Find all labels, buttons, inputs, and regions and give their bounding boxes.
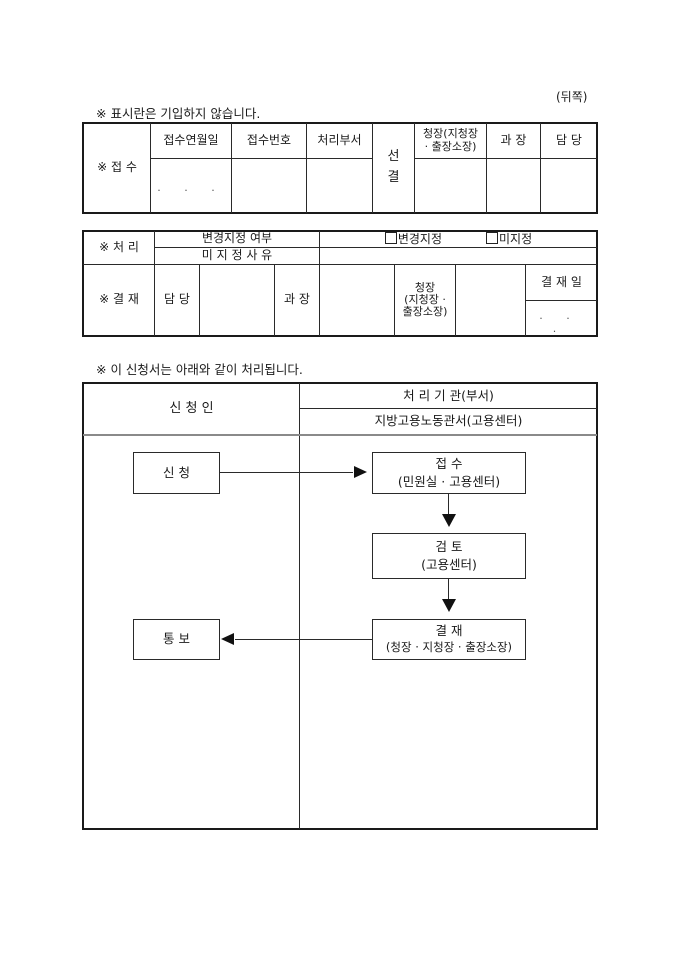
divider [486,123,487,213]
divider [414,123,415,213]
approval-date-label: 결 재 일 [541,274,582,289]
staff-signature-field[interactable] [541,159,597,212]
divider [231,123,232,213]
change-designation-options: 변경지정 미지정 [320,231,597,247]
divider [154,247,597,248]
approval-date-field[interactable]: . . . [526,309,597,335]
flow-step-title: 검 토 [435,538,463,554]
staff-label: 담 당 [164,292,190,307]
flow-step-apply: 신 청 [133,452,220,494]
section-chief-label: 과 장 [284,292,310,307]
arrow-right-icon [354,466,367,478]
section-chief-signature-field[interactable] [487,159,540,212]
agency-lane-subheader: 지방고용노동관서(고용센터) [374,413,523,429]
approval-label: 선 결 [373,124,414,212]
divider [525,300,597,301]
divider [525,264,526,336]
divider [414,158,597,159]
approval-date-placeholder: . . . [539,309,580,335]
connector-receive-to-review [448,493,449,514]
lane-divider [299,383,300,829]
flow-step-title: 통 보 [163,631,190,647]
process-row-label: ※ 처 리 [99,240,139,255]
divider [154,231,155,336]
header-head-of-office: 청장(지청장 · 출장소장) [415,123,486,158]
divider [83,264,597,265]
reception-table-frame [82,122,598,214]
notice-processing-flow: ※ 이 신청서는 아래와 같이 처리됩니다. [96,362,303,377]
divider [455,264,456,336]
reception-date-field[interactable]: . . . [151,176,231,200]
option-not-designated[interactable]: 미지정 [486,231,533,247]
flow-step-title: 접 수 [435,455,463,471]
head-label-line2: (지청장 · [404,292,446,306]
divider [274,264,275,336]
head-label-line1: 청장 [414,280,436,294]
reception-date-placeholder: . . . [157,180,225,194]
header-section-chief: 과 장 [500,133,527,148]
arrow-down-icon [442,514,456,527]
divider [372,123,373,213]
connector-approve-to-notify [235,639,372,640]
flow-step-receive: 접 수 (민원실 · 고용센터) [372,452,526,494]
agency-lane-header: 처 리 기 관(부서) [403,387,494,403]
header-divider [83,434,597,436]
divider [150,158,372,159]
option-not-designated-label: 미지정 [499,231,533,246]
processing-dept-field[interactable] [307,159,372,212]
head-signature-field[interactable] [456,265,525,335]
option-change-designation[interactable]: 변경지정 [384,231,443,247]
divider [394,264,395,336]
connector-apply-to-receive [219,472,353,473]
divider [540,123,541,213]
header-staff: 담 당 [556,133,582,148]
connector-review-to-approve [448,578,449,599]
head-signature-field[interactable] [415,159,486,212]
arrow-down-icon [442,599,456,612]
head-label: 청장 (지청장 · 출장소장) [395,265,455,335]
header-head-line2: · 출장소장) [424,139,477,153]
flow-step-title: 결 재 [435,623,463,639]
flow-step-title: 신 청 [163,464,190,480]
non-designation-reason-label: 미 지 정 사 유 [201,248,273,263]
divider [150,123,151,213]
staff-signature-field[interactable] [200,265,274,335]
divider [319,231,320,336]
approval-label-line2: 결 [387,170,400,185]
checkbox-change-designation[interactable] [384,231,397,244]
flow-step-approve: 결 재 (청장 · 지청장 · 출장소장) [372,619,526,660]
divider [299,408,597,409]
arrow-left-icon [221,633,234,645]
header-reception-number: 접수번호 [246,133,292,148]
header-processing-dept: 처리부서 [317,133,362,148]
header-head-line1: 청장(지청장 [423,127,478,141]
flow-step-sub: (고용센터) [421,557,477,572]
approval-row-label: ※ 결 재 [99,292,139,307]
flow-step-notify: 통 보 [133,619,220,660]
divider [306,123,307,213]
flow-step-sub: (청장 · 지청장 · 출장소장) [385,640,513,655]
divider [199,264,200,336]
approval-label-line1: 선 [387,149,400,165]
processing-table-frame [82,230,598,337]
head-label-line3: 출장소장) [402,305,448,319]
non-designation-reason-field[interactable] [320,248,597,264]
notice-not-fill: ※ 표시란은 기입하지 않습니다. [96,106,261,121]
applicant-lane-header: 신 청 인 [169,400,214,416]
header-reception-date: 접수연월일 [163,133,219,148]
section-chief-signature-field[interactable] [320,265,394,335]
checkbox-not-designated[interactable] [486,231,499,244]
page-side-label: (뒤쪽) [556,90,588,104]
flow-table-frame [82,382,598,830]
reception-row-label: ※ 접 수 [97,160,137,175]
change-designation-label: 변경지정 여부 [201,231,273,246]
flow-step-review: 검 토 (고용센터) [372,533,526,579]
option-change-label: 변경지정 [397,231,443,246]
flow-step-sub: (민원실 · 고용센터) [397,474,501,489]
reception-number-field[interactable] [232,159,306,212]
